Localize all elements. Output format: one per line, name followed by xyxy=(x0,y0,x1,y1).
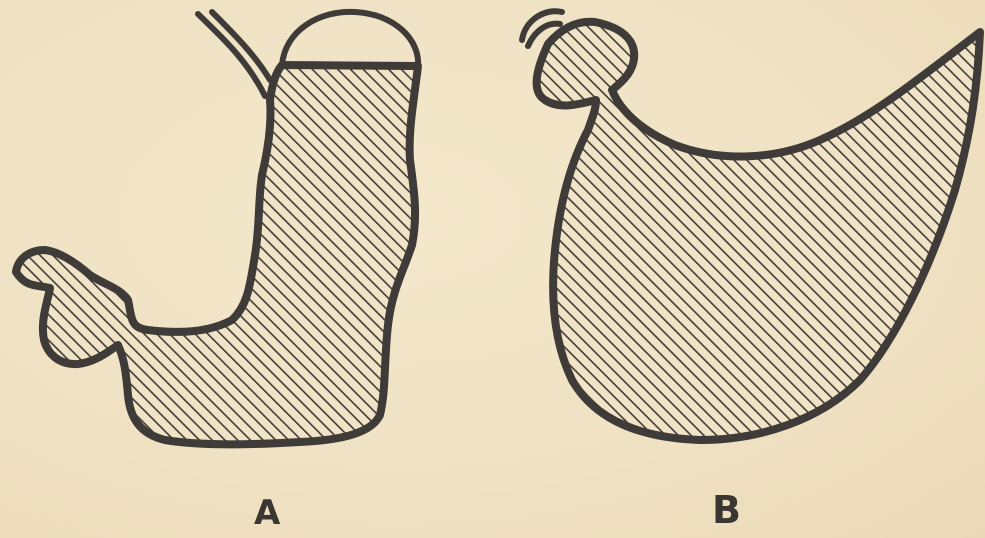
panel-b-stomach xyxy=(522,11,980,440)
panel-a-esophagus xyxy=(198,12,270,96)
panel-b-label: B xyxy=(712,491,741,529)
panel-a-stomach-body xyxy=(16,65,418,444)
panel-b-stomach-body xyxy=(537,22,980,440)
panel-a-stomach xyxy=(16,12,418,445)
panel-a-label: A xyxy=(254,496,280,530)
panel-a-gas-bubble xyxy=(282,12,418,66)
